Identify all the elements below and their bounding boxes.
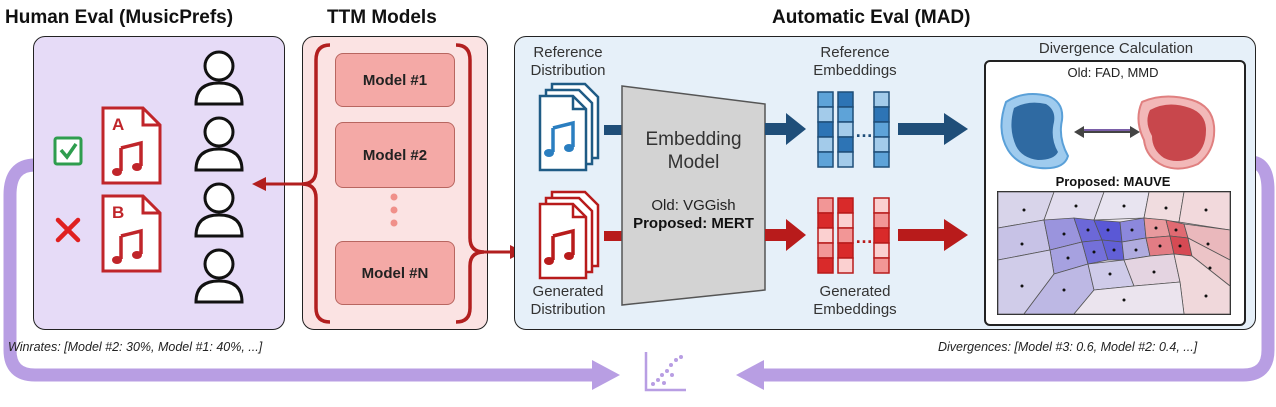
person-icon <box>194 50 244 106</box>
divergence-title: Divergence Calculation <box>1038 40 1194 57</box>
ttm-models-title: TTM Models <box>327 7 437 28</box>
check-icon <box>53 136 83 166</box>
model-box-2: Model #2 <box>335 122 455 188</box>
generated-embedding-vector <box>873 197 890 274</box>
music-note-icon <box>551 120 575 152</box>
divergences-caption: Divergences: [Model #3: 0.6, Model #2: 0… <box>938 340 1198 354</box>
music-file-a-icon <box>101 106 162 185</box>
auto-eval-title: Automatic Eval (MAD) <box>772 7 971 28</box>
person-icon <box>194 182 244 238</box>
embedding-model-shape <box>621 85 766 306</box>
svg-text:…: … <box>855 227 873 247</box>
svg-text:…: … <box>855 121 873 141</box>
proposed-embedding-label: Proposed: MERT <box>633 215 754 232</box>
embedding-model-label: Embedding Model <box>645 129 742 173</box>
old-embedding-label: Old: VGGish <box>651 197 736 214</box>
generated-embeddings-label: Generated Embeddings <box>813 283 897 318</box>
music-file-b-icon <box>101 194 162 273</box>
model-box-1: Model #1 <box>335 53 455 107</box>
person-icon <box>194 116 244 172</box>
generated-distribution-label: Generated Distribution <box>530 283 606 318</box>
old-divergence-label: Old: FAD, MMD <box>1067 65 1159 80</box>
voronoi-points <box>1020 204 1212 302</box>
reference-embedding-vector <box>817 91 834 168</box>
human-eval-title: Human Eval (MusicPrefs) <box>5 7 234 28</box>
winrates-caption: Winrates: [Model #2: 30%, Model #1: 40%,… <box>8 340 263 354</box>
music-note-icon <box>551 228 575 260</box>
reference-embedding-vector <box>837 91 854 168</box>
model-box-n: Model #N <box>335 241 455 305</box>
generated-embedding-vector <box>837 197 854 274</box>
scatter-plot-icon <box>644 352 686 392</box>
cross-icon <box>55 217 81 243</box>
reference-embedding-vector <box>873 91 890 168</box>
reference-distribution-label: Reference Distribution <box>530 44 606 79</box>
proposed-divergence-label: Proposed: MAUVE <box>1056 174 1171 189</box>
voronoi-diagram <box>997 191 1231 315</box>
person-icon <box>194 248 244 304</box>
file-a-letter: A <box>112 115 124 134</box>
generated-files-icon <box>538 190 600 280</box>
divergence-graphics: Proposed: MAUVE <box>997 93 1231 315</box>
file-b-letter: B <box>112 203 124 222</box>
generated-embedding-vector <box>817 197 834 274</box>
reference-files-icon <box>538 82 600 172</box>
human-eval-graphics: A B <box>53 50 244 304</box>
reference-embeddings-label: Reference Embeddings <box>813 44 897 79</box>
